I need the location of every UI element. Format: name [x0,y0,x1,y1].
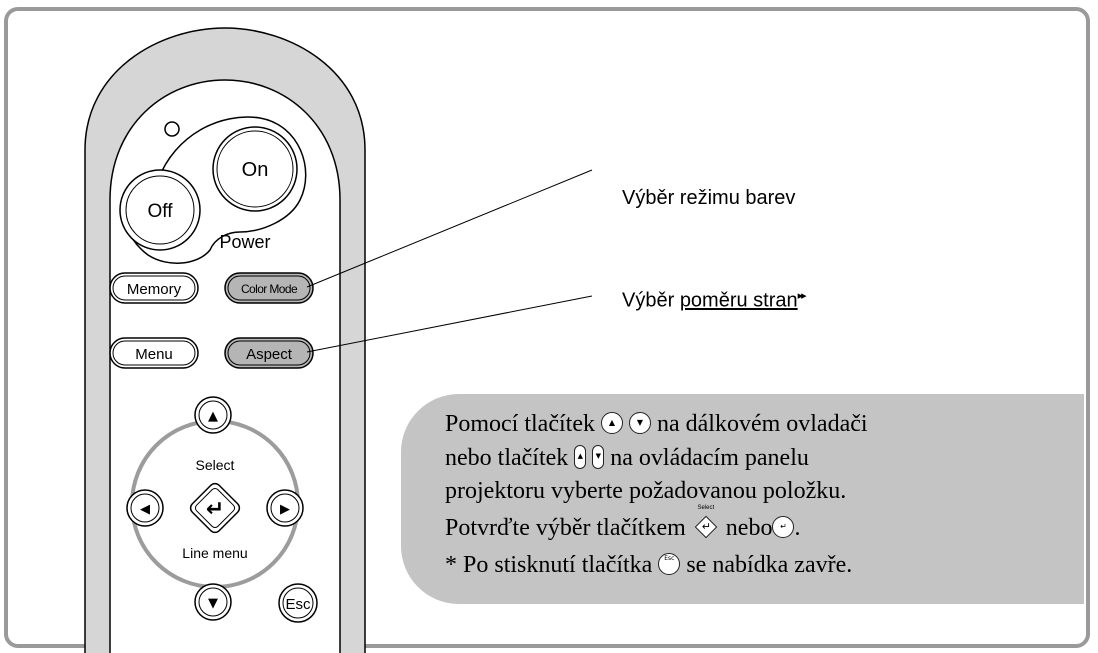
down-icon: ▼ [208,596,218,611]
note-line-4-middle: nebo [725,514,773,541]
menu-button[interactable] [109,337,199,369]
left-button-inner [130,493,160,523]
color-mode-button-label: Color Mode [241,282,298,296]
left-icon: ◀ [140,502,150,517]
right-icon: ▶ [280,502,290,517]
note-line-2-end: na ovládacím panelu [610,444,809,471]
note-line-3: projektoru vyberte požadovanou položku. [445,478,847,504]
left-button[interactable] [126,489,164,527]
memory-button[interactable] [109,272,199,304]
note-line-5-end: se nabídka zavře. [686,552,853,578]
color-mode-button[interactable] [224,272,314,304]
up-button[interactable] [194,396,232,434]
remote-select-diamond: ↵ [694,515,718,539]
panel-down-icon: ▼ [592,444,605,469]
aspect-callout: Výběr poměru stran▸▸ [622,289,807,313]
panel-select-icon: ↵ [772,515,795,538]
aspect-button[interactable] [224,337,314,369]
note-line-5-start: * Po stisknutí tlačítka [445,552,653,578]
note-line-1: Pomocí tlačítek ▲ ▼ na dálkovém ovladači [445,408,1084,442]
panel-up-icon: ▲ [574,444,587,469]
select-enter-button[interactable] [188,481,242,535]
remote-select-icon: Select ↵ [692,505,720,546]
aspect-callout-prefix: Výběr [622,289,680,312]
off-button[interactable] [119,169,201,251]
indicator-light [164,121,180,137]
select-label: Select [196,457,235,473]
aspect-button-inner [227,340,311,366]
note-line-2: nebo tlačítek ▲ ▼ na ovládacím panelu [445,442,1084,476]
remote-down-icon: ▼ [628,412,651,435]
note-line-4: Potvrďte výběr tlačítkem Select ↵ nebo↵. [445,505,1084,550]
right-button-inner [270,493,300,523]
on-button[interactable] [212,126,298,212]
aspect-ratio-link[interactable]: poměru stran [679,289,798,312]
select-enter-button-inner [194,487,236,529]
on-button-inner [216,130,294,208]
enter-icon: ↵ [206,497,224,522]
menu-button-inner [112,340,196,366]
note-line-1-start: Pomocí tlačítek [445,411,595,437]
down-button-inner [198,587,228,617]
power-label: Power [219,232,270,252]
note-line-4-start: Potvrďte výběr tlačítkem [445,514,686,541]
right-button[interactable] [266,489,304,527]
color-mode-callout: Výběr režimu barev [622,187,795,210]
esc-button-label: Esc [285,596,311,613]
esc-button[interactable] [278,583,318,623]
line-menu-label: Line menu [182,545,247,561]
color-mode-callout-text: Výběr režimu barev [622,187,796,209]
down-button[interactable] [194,583,232,621]
on-button-label: On [242,159,269,181]
glossary-arrow-icon: ▸▸ [797,290,807,302]
remote-up-icon: ▲ [600,412,623,435]
note-line-5: * Po stisknutí tlačítka Esc se nabídka z… [445,549,1084,583]
color-mode-leader-line [306,169,593,288]
up-button-inner [198,400,228,430]
off-button-label: Off [148,201,174,222]
off-button-inner [125,175,195,245]
note-line-2-start: nebo tlačítek [445,444,569,471]
memory-button-inner [112,275,196,301]
esc-icon: Esc [658,553,681,576]
menu-button-label: Menu [135,346,173,363]
remote-select-enter-glyph: ↵ [701,520,711,534]
remote-select-icon-label: Select [697,504,715,511]
aspect-leader-line [306,295,593,353]
note-line-1-end: na dálkovém ovladači [656,411,868,437]
instruction-note: Pomocí tlačítek ▲ ▼ na dálkovém ovladači… [401,394,1084,604]
aspect-button-label: Aspect [246,346,293,363]
esc-button-inner [282,587,314,619]
up-icon: ▲ [208,409,218,424]
memory-button-label: Memory [127,281,182,298]
color-mode-button-inner [227,275,311,301]
